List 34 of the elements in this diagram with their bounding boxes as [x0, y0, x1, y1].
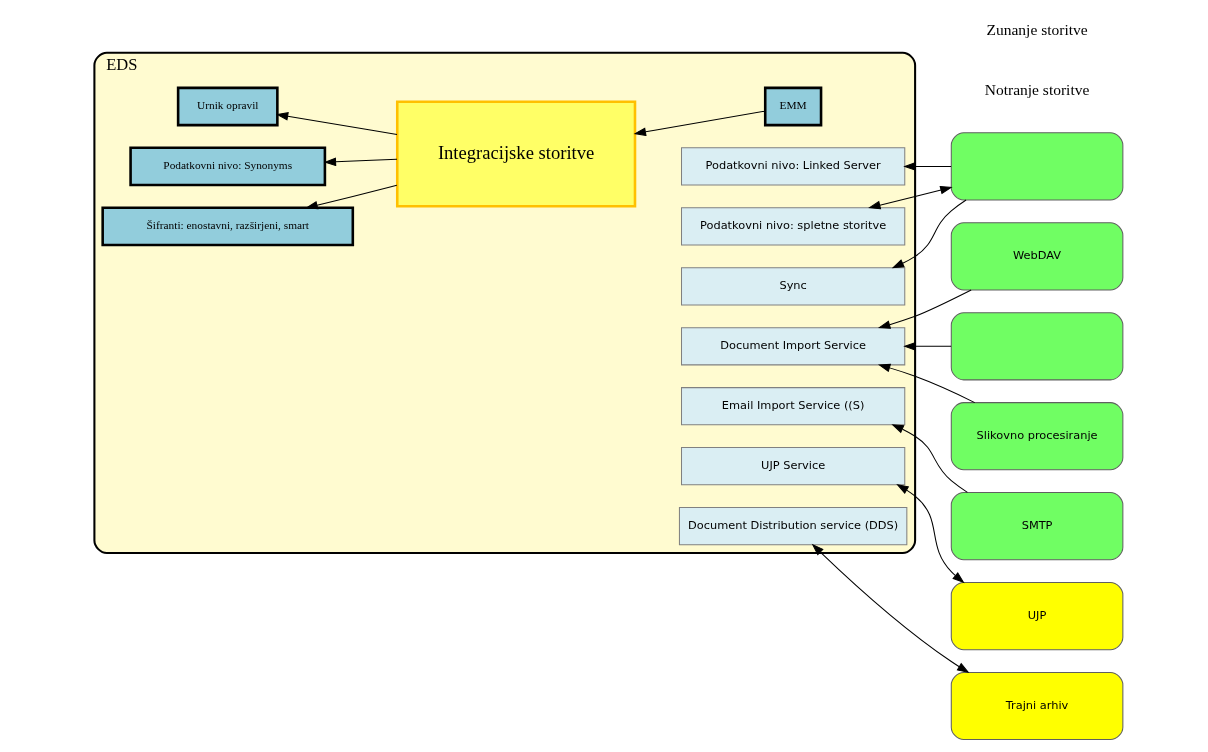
arrow: [890, 424, 968, 493]
node-box: [950, 132, 1123, 201]
node-box: Sync: [680, 267, 905, 306]
arrow: [902, 162, 952, 171]
arrow: [877, 363, 975, 404]
node-box: Document Import Service: [680, 327, 905, 366]
node-box: WebDAV: [950, 222, 1123, 291]
arrow: [895, 484, 965, 584]
node-box: Podatkovni nivo: spletne storitve: [680, 207, 905, 246]
arrow: [877, 289, 972, 329]
node-box: SMTP: [950, 492, 1123, 561]
node-box: Integracijske storitve: [395, 100, 636, 208]
node-box: Podatkovni nivo: Linked Server: [680, 147, 905, 186]
node-box: [950, 312, 1123, 381]
arrow: [811, 543, 969, 673]
arrow: [304, 184, 397, 210]
node-box: Slikovno procesiranje: [950, 402, 1123, 471]
arrow: [867, 185, 953, 210]
node-box: Email Import Service ((S): [680, 387, 905, 426]
node-box: Trajni arhiv: [950, 671, 1123, 741]
node-box: Šifranti: enostavni, razširjeni, smart: [100, 206, 354, 247]
arrow: [275, 112, 397, 135]
node-box: UJP: [950, 581, 1123, 651]
label: Notranje storitve: [984, 80, 1089, 98]
arrow: [891, 199, 967, 269]
node-box: UJP Service: [680, 447, 905, 486]
node-box: Urnik opravil: [176, 86, 279, 127]
node-box: Podatkovni nivo: Synonyms: [128, 146, 326, 187]
node-box: EMM: [763, 86, 822, 127]
label: Zunanje storitve: [986, 20, 1088, 38]
arrow: [633, 110, 765, 137]
arrow: [902, 341, 952, 351]
arrow: [323, 157, 397, 167]
node-box: Document Distribution service (DDS): [678, 507, 907, 546]
